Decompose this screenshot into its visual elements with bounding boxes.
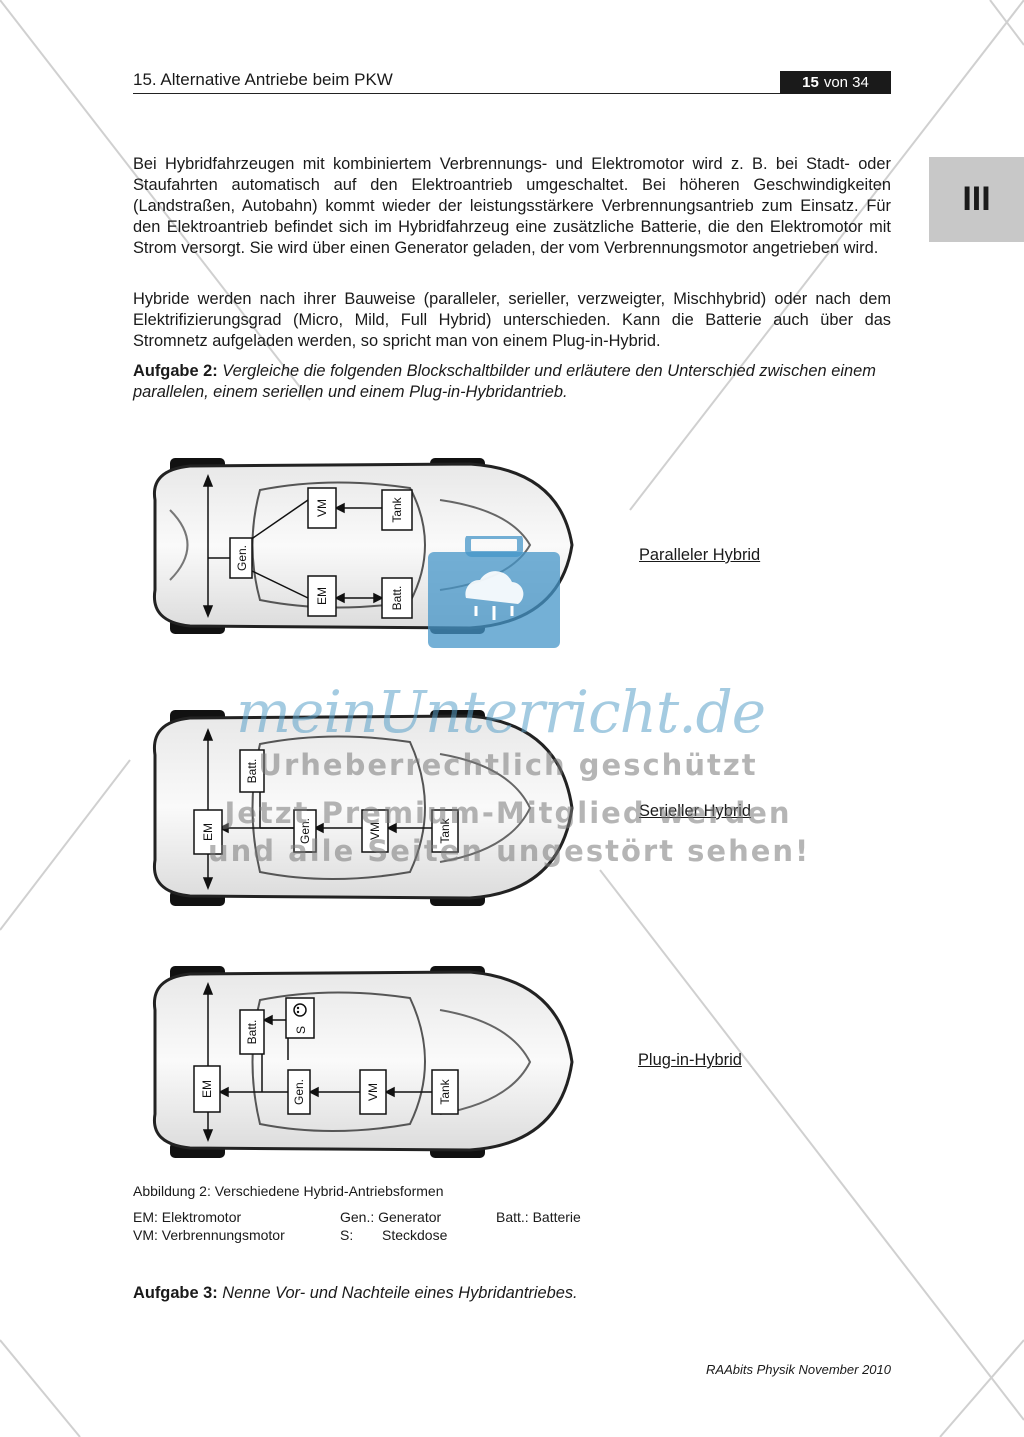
box-gen-label: Gen. bbox=[292, 1079, 306, 1105]
paragraph-hybrid-types: Hybride werden nach ihrer Bauweise (para… bbox=[133, 290, 891, 350]
cloud-folder-icon bbox=[428, 536, 560, 648]
legend-s-value: Steckdose bbox=[382, 1227, 448, 1243]
figure-plugin-hybrid: Batt. S EM Gen. VM Tank bbox=[152, 966, 574, 1158]
page-current: 15 bbox=[802, 74, 819, 91]
box-em-label: EM bbox=[201, 823, 215, 841]
page-total: von 34 bbox=[823, 74, 869, 91]
task-3: Aufgabe 3: Nenne Vor- und Nachteile eine… bbox=[133, 1283, 891, 1304]
box-em-label: EM bbox=[315, 587, 329, 605]
chapter-tab: III bbox=[929, 157, 1024, 242]
header-title: 15. Alternative Antriebe beim PKW bbox=[133, 70, 393, 89]
box-tank-label: Tank bbox=[390, 496, 404, 522]
legend-batt: Batt.: Batterie bbox=[496, 1209, 581, 1225]
box-tank-label: Tank bbox=[438, 1078, 452, 1104]
box-batt-label: Batt. bbox=[245, 1020, 259, 1045]
figure-serial-hybrid: Batt. EM Gen. VM Tank bbox=[152, 710, 574, 906]
task-3-label: Aufgabe 3: bbox=[133, 1284, 218, 1302]
figure-caption: Abbildung 2: Verschiedene Hybrid-Antrieb… bbox=[133, 1183, 444, 1199]
box-gen-label: Gen. bbox=[298, 818, 312, 844]
box-vm-label: VM bbox=[368, 822, 382, 840]
box-vm-label: VM bbox=[366, 1083, 380, 1101]
task-2-label: Aufgabe 2: bbox=[133, 362, 218, 380]
box-batt-label: Batt. bbox=[390, 586, 404, 611]
watermark-line-3: und alle Seiten ungestört sehen! bbox=[208, 834, 811, 868]
box-batt-label: Batt. bbox=[245, 759, 259, 784]
page-number-badge: 15 von 34 bbox=[780, 71, 891, 94]
box-vm-label: VM bbox=[315, 499, 329, 517]
label-plugin-hybrid: Plug-in-Hybrid bbox=[638, 1051, 742, 1069]
header-rule bbox=[133, 93, 891, 94]
car-body bbox=[152, 966, 574, 1158]
watermark-line-1: Urheberrechtlich geschützt bbox=[258, 748, 758, 782]
legend-em: EM: Elektromotor bbox=[133, 1209, 242, 1225]
task-2-text: Vergleiche die folgenden Blockschaltbild… bbox=[133, 362, 876, 401]
socket-icon bbox=[293, 1003, 307, 1017]
legend-vm: VM: Verbrennungsmotor bbox=[133, 1227, 285, 1243]
footer-source: RAAbits Physik November 2010 bbox=[706, 1362, 891, 1377]
legend-gen: Gen.: Generator bbox=[340, 1209, 442, 1225]
box-socket-label: S bbox=[294, 1026, 308, 1034]
task-3-text: Nenne Vor- und Nachteile eines Hybridant… bbox=[222, 1284, 578, 1302]
label-parallel-hybrid: Paralleler Hybrid bbox=[639, 546, 761, 564]
watermark-line-2: Jetzt Premium-Mitglied werden bbox=[224, 796, 792, 830]
legend-s-key: S: bbox=[340, 1227, 354, 1243]
task-2: Aufgabe 2: Vergleiche die folgenden Bloc… bbox=[133, 361, 891, 403]
watermark-logo: meinUnterricht.de bbox=[236, 678, 766, 746]
paragraph-hybrid-intro: Bei Hybridfahrzeugen mit kombiniertem Ve… bbox=[133, 155, 891, 257]
box-gen-label: Gen. bbox=[235, 545, 249, 571]
box-em-label: EM bbox=[200, 1080, 214, 1098]
label-serial-hybrid: Serieller Hybrid bbox=[639, 802, 752, 820]
box-tank-label: Tank bbox=[438, 817, 452, 843]
